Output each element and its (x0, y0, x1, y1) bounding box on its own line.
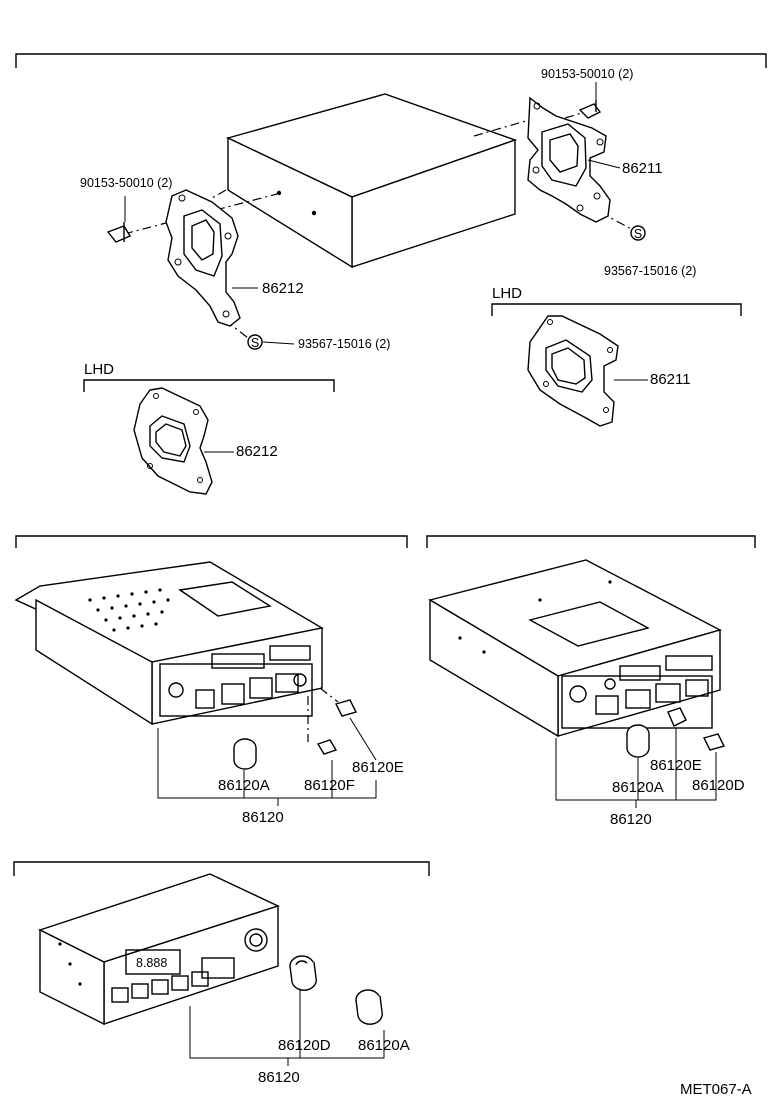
label-86120A-right: 86120A (612, 779, 664, 796)
label-86120-assembly-bottom: 86120 (258, 1069, 300, 1086)
middle-right-frame (426, 535, 756, 548)
knob-86120D-bottom-icon (289, 955, 317, 991)
radio-unit-box (226, 93, 518, 269)
lhd-right-group: LHD 86211 (491, 285, 742, 427)
knob-86120E-right-icon (667, 707, 687, 727)
leaders-middle-right (555, 728, 717, 808)
knob-86120D-right-icon (702, 733, 726, 751)
lhd-right-heading: LHD (492, 285, 522, 302)
middle-left-frame (15, 535, 408, 548)
label-screw-left: 93567-15016 (2) (298, 337, 390, 351)
label-bolt-left: 90153-50010 (2) (80, 176, 172, 190)
leaders-bottom (189, 990, 385, 1066)
label-86120A-left: 86120A (218, 777, 270, 794)
vent-holes (88, 588, 170, 632)
lhd-left-group: LHD 86212 (83, 361, 335, 495)
label-screw-right: 93567-15016 (2) (604, 264, 696, 278)
label-86120E-left: 86120E (352, 759, 404, 776)
radio-cassette-unit-left (14, 561, 324, 726)
bolt-left-icon (106, 222, 132, 243)
display-readout: 8.888 (136, 956, 167, 970)
lhd-left-part-86212: 86212 (236, 443, 278, 460)
lhd-left-heading: LHD (84, 361, 114, 378)
knob-86120A-left-icon (233, 738, 257, 770)
label-86120D-right: 86120D (692, 777, 745, 794)
label-bracket-86211: 86211 (622, 160, 663, 177)
label-86120D-bottom: 86120D (278, 1037, 331, 1054)
bracket-86212-icon (165, 189, 241, 327)
leaders-top (124, 82, 621, 345)
label-86120-assembly-left: 86120 (242, 809, 284, 826)
label-86120E-right: 86120E (650, 757, 702, 774)
radio-unit-right (428, 559, 722, 738)
knob-86120E-left-icon (334, 699, 358, 717)
figure-code: MET067-A (680, 1081, 752, 1098)
knob-86120A-bottom-icon (355, 989, 383, 1025)
bolt-right-icon (578, 100, 602, 119)
label-86120-assembly-right: 86120 (610, 811, 652, 828)
label-bolt-right: 90153-50010 (2) (541, 67, 633, 81)
bottom-frame (13, 861, 430, 876)
climate-control-unit: 8.888 (38, 873, 280, 1026)
svg-text:S: S (251, 336, 259, 350)
svg-text:S: S (634, 227, 642, 241)
leaders-middle-left (157, 687, 377, 806)
knob-86120A-right-icon (626, 724, 650, 758)
lhd-right-part-86211: 86211 (650, 371, 691, 388)
label-bracket-86212: 86212 (262, 280, 304, 297)
knob-86120F-icon (316, 739, 338, 755)
label-86120F: 86120F (304, 777, 355, 794)
top-section-frame (15, 53, 767, 68)
screw-symbol-right-icon: S (630, 225, 646, 241)
screw-symbol-left-icon: S (247, 334, 263, 350)
bracket-86211-icon (527, 96, 611, 223)
label-86120A-bottom: 86120A (358, 1037, 410, 1054)
